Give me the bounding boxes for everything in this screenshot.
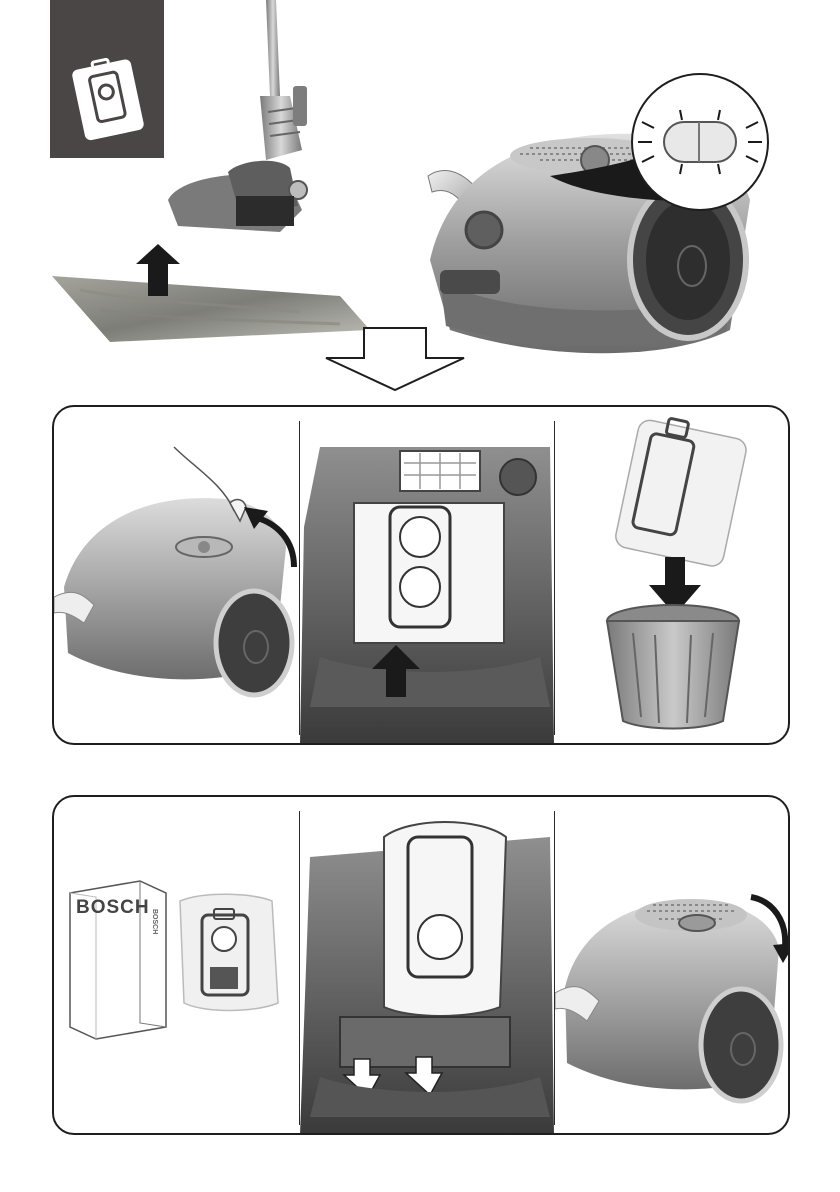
step-new-bag-pack: BOSCH BOSCH [54,797,298,1135]
used-dust-bag [614,412,750,568]
remove-bag-panel [52,405,790,745]
step-open-lid [54,407,298,745]
step-dispose-bag [555,407,790,745]
carpet-nozzle-illustration [40,0,400,360]
step-insert-bag [300,797,554,1135]
step-down-arrow-icon [320,324,470,394]
insert-bag-panel: BOSCH BOSCH [52,795,790,1135]
filter-indicator-callout [530,70,820,220]
step-pull-out-bag [300,407,554,745]
box-side-label: BOSCH [151,909,158,934]
new-dust-bag [180,894,278,1010]
tube [266,0,280,96]
box-brand-label: BOSCH [76,897,150,919]
step-close-lid [555,797,790,1135]
